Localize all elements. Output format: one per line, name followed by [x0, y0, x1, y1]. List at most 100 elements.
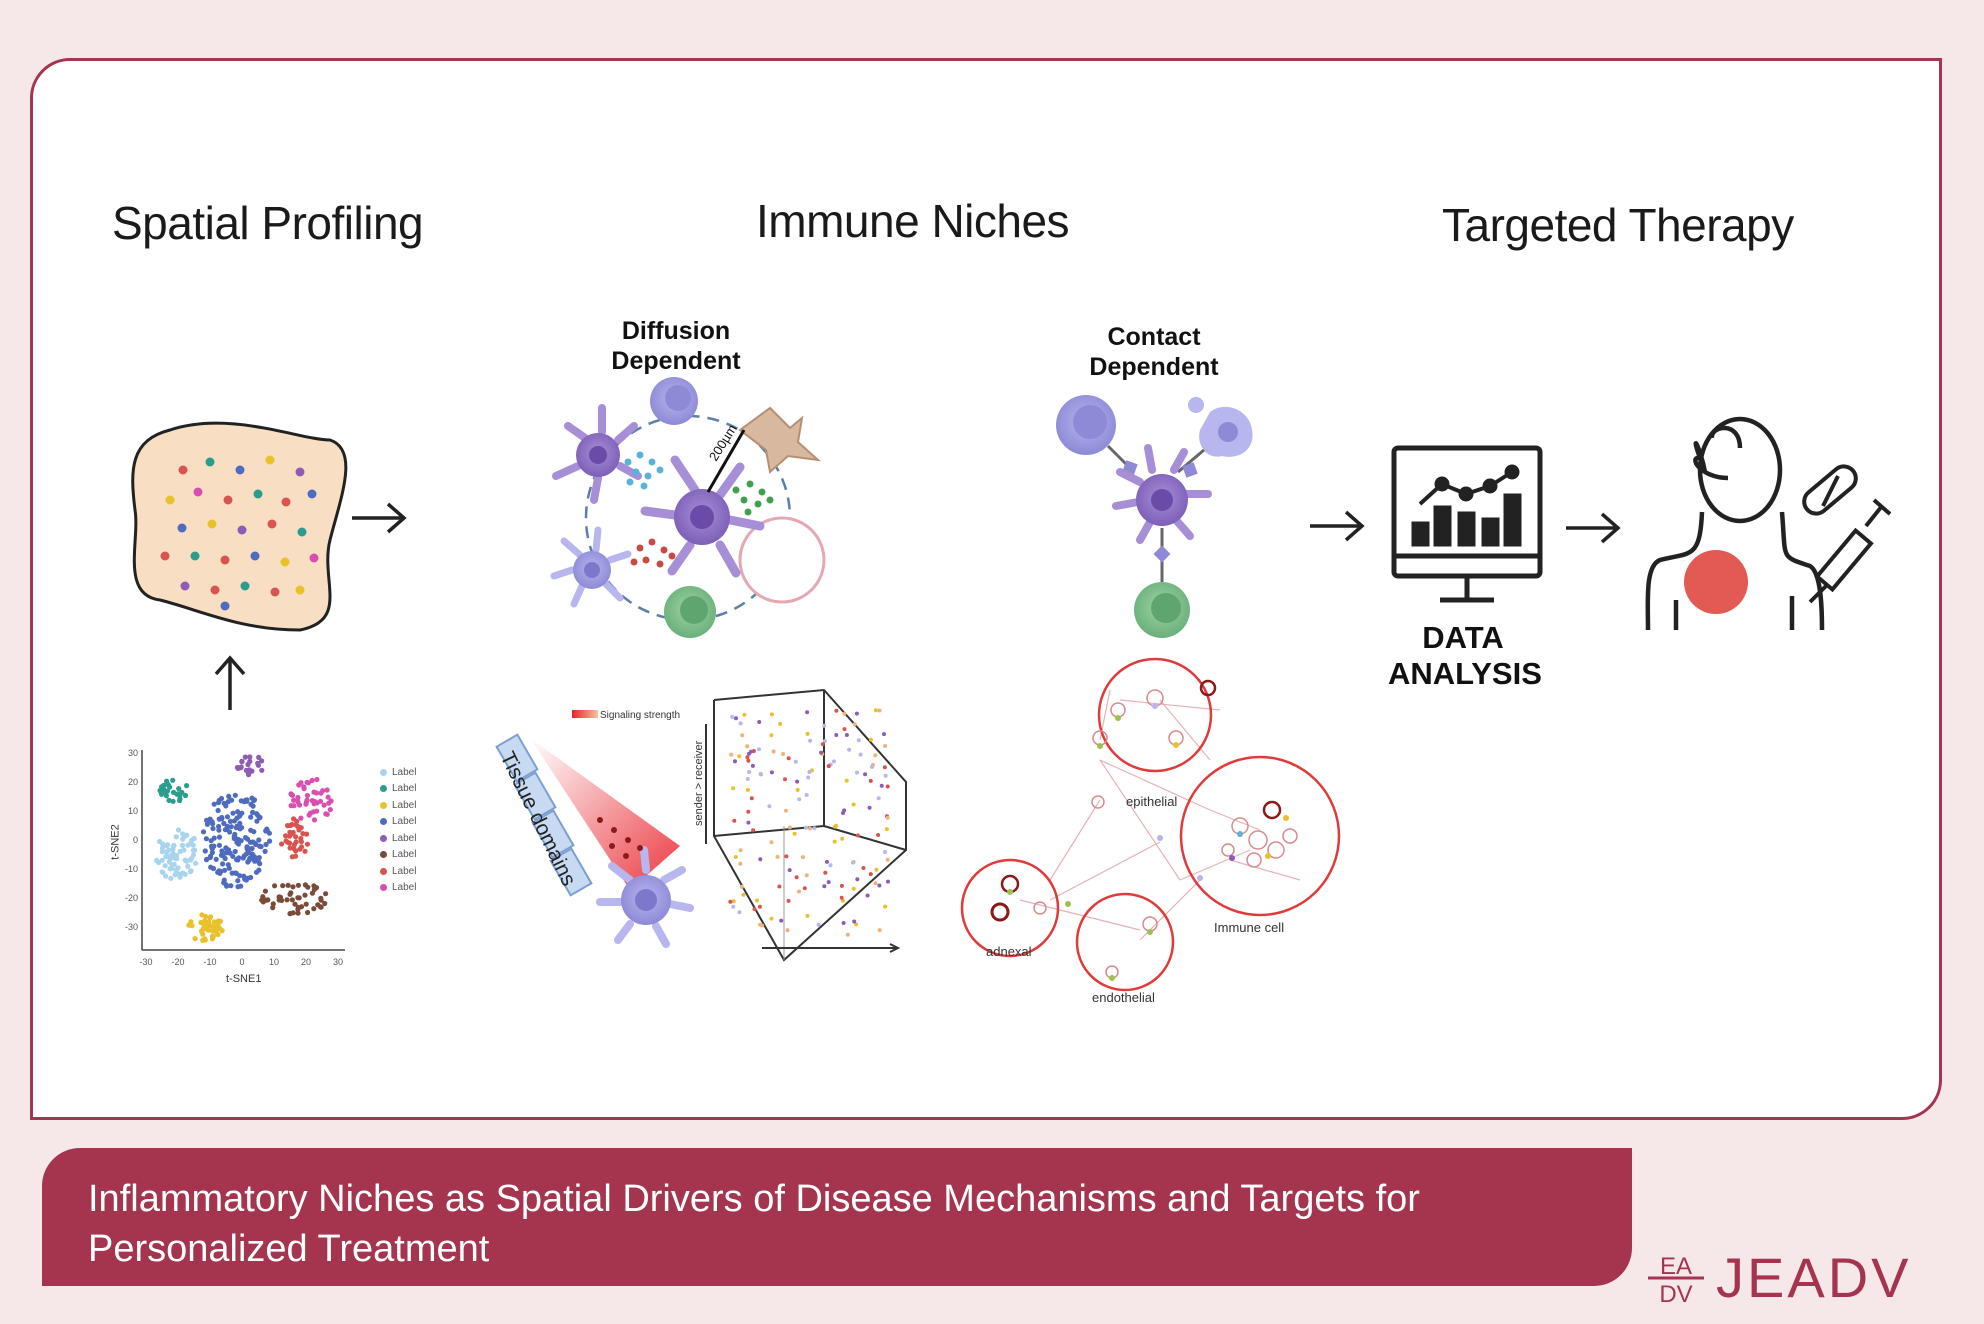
banner-title-line-1: Inflammatory Niches as Spatial Drivers o…	[88, 1178, 1420, 1220]
plot-3d-point	[842, 808, 847, 813]
plot-3d-point	[855, 877, 860, 882]
tsne-point	[202, 918, 208, 925]
signaling-diagram: Signaling strength Tissue domains	[495, 710, 694, 948]
tsne-point	[216, 799, 222, 806]
plot-3d-point	[879, 783, 884, 788]
plot-3d-point	[757, 747, 761, 752]
plot-3d-point	[738, 721, 743, 726]
heading-targeted-therapy: Targeted Therapy	[1442, 199, 1794, 251]
tsne-point	[234, 764, 240, 771]
tsne-point	[256, 754, 262, 761]
tsne-point	[304, 841, 311, 847]
syringe-icon	[1808, 498, 1892, 604]
eadv-mark-icon: EA DV	[1648, 1253, 1704, 1306]
plot-3d-point	[767, 804, 772, 809]
tsne-point	[159, 849, 165, 855]
plot-3d-point	[828, 863, 833, 868]
tissue-dots	[160, 455, 319, 611]
tsne-point	[216, 827, 222, 833]
tsne-point	[290, 910, 296, 916]
tsne-point	[295, 882, 301, 888]
plot-3d-point	[851, 802, 856, 807]
plot-3d-point	[775, 854, 780, 859]
monitor-chart-icon	[1391, 445, 1543, 603]
plot-3d-point	[795, 779, 800, 784]
plot-3d-point	[769, 712, 774, 717]
tsne-point	[208, 923, 215, 929]
plot-3d-point	[823, 870, 828, 875]
tsne-point	[296, 802, 303, 808]
distance-label: 200µm	[706, 422, 740, 464]
plot-3d-points	[728, 708, 890, 937]
tsne-point	[187, 857, 193, 863]
tsne-point	[254, 811, 260, 817]
tsne-point	[290, 884, 296, 890]
tsne-point	[320, 788, 326, 794]
plot-3d-point	[804, 873, 809, 878]
tsne-point	[213, 856, 219, 862]
tsne-point	[166, 847, 172, 853]
tsne-point	[215, 807, 221, 814]
plot-3d-point	[856, 738, 861, 743]
tsne-point	[251, 797, 257, 804]
tsne-point	[231, 818, 238, 824]
tsne-point	[237, 820, 243, 826]
tsne-point	[244, 851, 250, 857]
plot-3d-point	[851, 886, 856, 891]
plot-3d-point	[885, 857, 890, 862]
arrow-up-icon	[214, 655, 246, 710]
tsne-point	[174, 852, 180, 859]
tsne-point	[168, 875, 174, 881]
tsne-point	[210, 825, 216, 832]
tsne-point	[160, 869, 166, 875]
plot-3d-point	[745, 777, 750, 781]
svg-text:EA: EA	[1660, 1253, 1692, 1280]
plot-3d-point	[839, 883, 844, 888]
plot-3d-point	[842, 727, 847, 732]
jeadv-logo: EA DV JEADV	[1646, 1248, 1912, 1308]
plot-3d-point	[854, 922, 859, 927]
tsne-point	[231, 835, 237, 842]
tsne-point	[221, 880, 227, 886]
tsne-point	[254, 818, 260, 824]
tsne-point	[235, 878, 241, 884]
plot-3d-point	[733, 759, 737, 764]
cytokine-dots-blue	[624, 451, 664, 490]
tsne-point	[263, 841, 269, 848]
plot-3d-point	[882, 850, 887, 854]
tsne-point	[188, 919, 194, 925]
tsne-point	[222, 855, 228, 862]
tsne-point	[216, 823, 222, 830]
plot-3d-point	[737, 910, 742, 915]
tsne-point	[243, 767, 249, 774]
plot-3d-point	[868, 737, 873, 742]
tsne-point	[309, 777, 315, 784]
plot-3d-point	[841, 921, 846, 925]
arrow-right-icon	[1566, 512, 1621, 544]
plot-3d-point	[797, 797, 802, 802]
plot-3d-point	[740, 733, 745, 738]
diffusion-niche: 200µm	[550, 377, 826, 638]
plot-3d-point	[865, 893, 870, 898]
tsne-point	[228, 824, 234, 830]
tsne-point	[160, 841, 166, 847]
plot-3d-point	[855, 833, 860, 838]
tsne-point	[298, 839, 304, 845]
plot-3d-point	[863, 772, 868, 777]
tsne-point	[200, 937, 206, 944]
tsne-point	[258, 844, 264, 850]
tsne-point	[156, 859, 162, 866]
dendritic-cell	[596, 846, 694, 948]
tsne-point	[288, 803, 294, 809]
tsne-point	[287, 822, 293, 829]
tsne-point	[250, 809, 256, 816]
plot-3d-point	[751, 749, 756, 753]
plot-3d-point	[885, 784, 890, 789]
plot-3d-point	[781, 752, 786, 756]
sender-receiver-label: sender > receiver	[693, 740, 705, 826]
plot-3d-point	[734, 716, 738, 721]
plot-3d-point	[750, 763, 755, 768]
tsne-point	[283, 833, 289, 839]
plot-3d-point	[795, 787, 800, 792]
